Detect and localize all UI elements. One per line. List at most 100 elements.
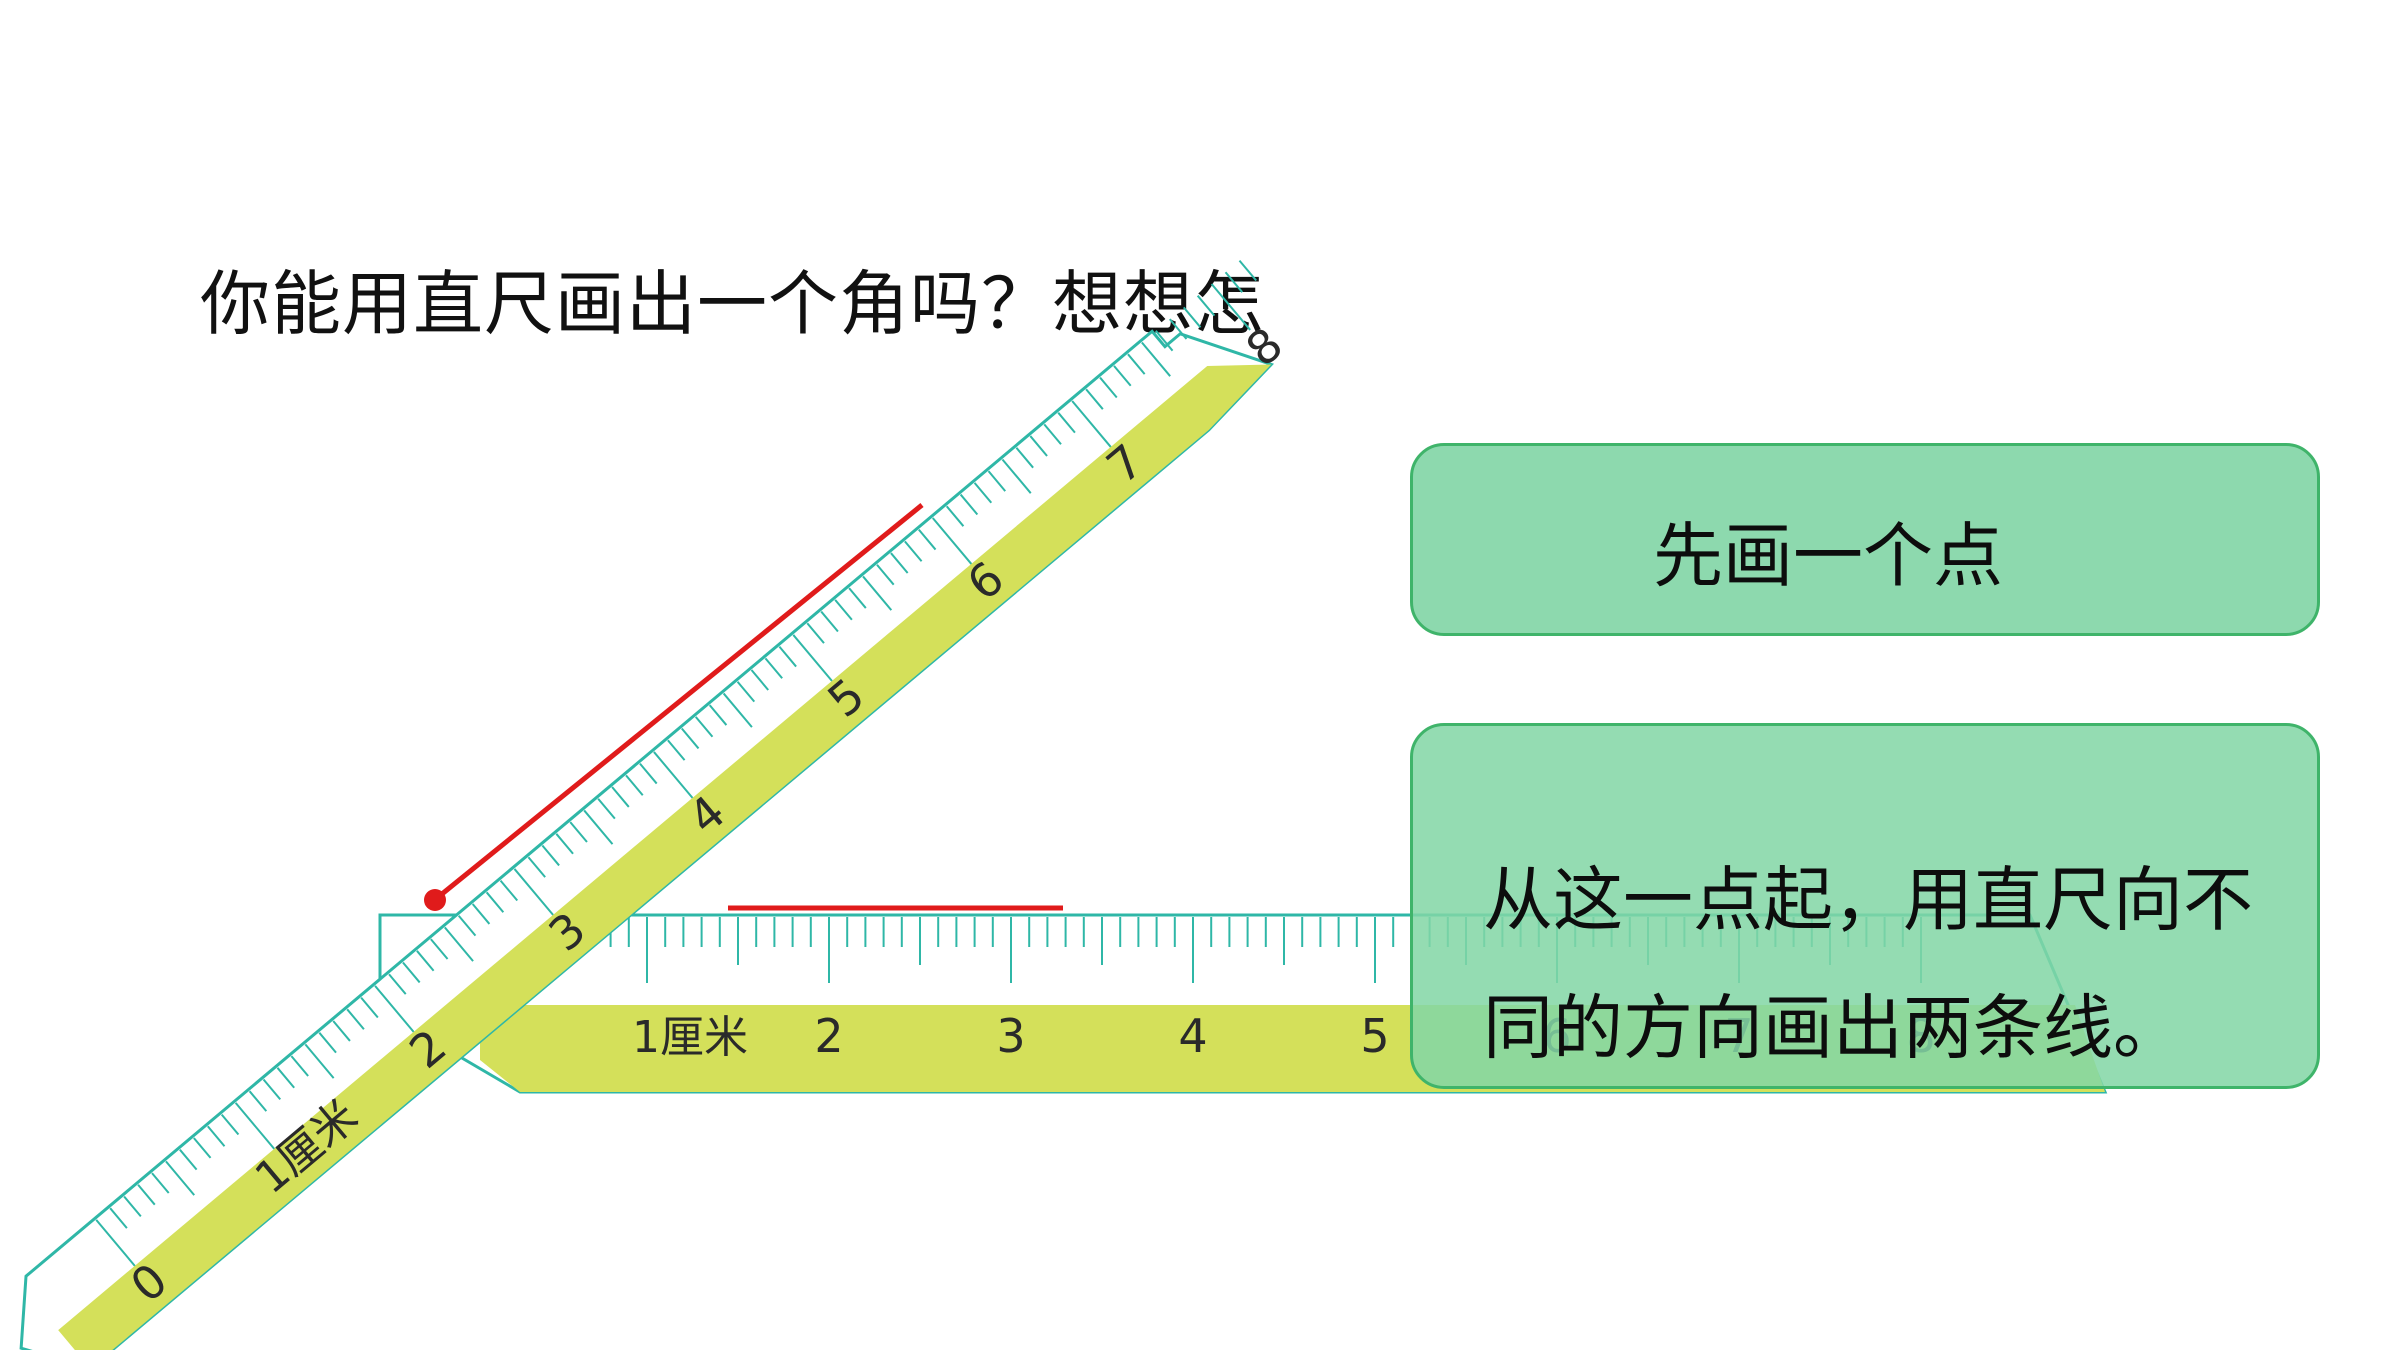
ruler-t-tick	[1015, 447, 1034, 469]
ruler-t-tick	[137, 1184, 156, 1206]
ruler-t-tick	[611, 786, 630, 808]
ruler-t-tick	[890, 552, 909, 574]
step-1-text: 先画一个点	[1653, 515, 2003, 597]
ruler-t-tick	[625, 774, 644, 796]
ruler-t-tick	[722, 692, 753, 728]
ruler-t-tick	[151, 1172, 170, 1194]
ruler-t-tick	[1057, 412, 1076, 434]
ruler-t-tick	[290, 1055, 309, 1077]
ruler-t-tick	[639, 762, 658, 785]
ruler-t-tick	[234, 1102, 275, 1150]
ruler-h-number: 2	[814, 1009, 843, 1063]
ruler-t-ticks	[95, 259, 1257, 1267]
ruler-h-number: 4	[1178, 1009, 1207, 1063]
step-card-2: 从这一点起，用直尺向不 同的方向画出两条线。	[1410, 723, 2320, 1089]
ruler-t-tick	[931, 517, 973, 565]
step-2-line-2: 同的方向画出两条线。	[1483, 987, 2183, 1069]
ruler-t-tick	[848, 587, 867, 609]
ruler-t-tick	[1210, 283, 1251, 331]
ruler-t-tick	[1043, 423, 1062, 445]
ruler-t-tick	[207, 1125, 226, 1147]
ruler-t-tick	[471, 903, 491, 925]
ruler-t-tick	[555, 833, 574, 855]
ruler-t-tick	[1141, 341, 1171, 377]
tilted-ray	[435, 503, 924, 900]
ruler-t-tick	[806, 622, 825, 644]
ruler-t-tick	[1071, 400, 1112, 448]
ruler-t-tick	[165, 1160, 195, 1196]
ruler-t-tick	[945, 505, 965, 527]
ruler-t-tick	[862, 575, 893, 611]
ruler-t-tick	[374, 985, 415, 1033]
ruler-t-tick	[95, 1219, 136, 1267]
ruler-t-tick	[402, 961, 421, 984]
ruler-t-tick	[1169, 318, 1188, 340]
ruler-t-tick	[109, 1207, 128, 1229]
ruler-t-tick	[1182, 306, 1202, 328]
ruler-t-tick	[778, 646, 797, 668]
ruler-t-tick	[1127, 353, 1146, 375]
ruler-t-tick	[694, 716, 714, 738]
step-2-line-1: 从这一点起，用直尺向不	[1483, 859, 2253, 941]
ruler-t-tick	[346, 1008, 365, 1030]
ruler-t-tick	[485, 891, 505, 913]
question-text: 你能用直尺画出一个角吗？想想怎	[200, 263, 1265, 345]
ruler-t-tick	[123, 1195, 142, 1218]
ruler-t-yellow-band	[58, 364, 1272, 1350]
ruler-t-tick	[653, 751, 694, 799]
ruler-t-tick	[904, 540, 923, 562]
ruler-t-tick	[416, 950, 435, 972]
ruler-t-tick	[667, 739, 686, 761]
ruler-t-tick	[918, 529, 937, 551]
ruler-t-tick	[513, 868, 554, 916]
ruler-t-tick	[499, 879, 519, 902]
ruler-t-tick	[973, 482, 993, 504]
ruler-t-tick	[569, 821, 588, 843]
ruler-t-tick	[708, 704, 728, 726]
ruler-t-tick	[987, 470, 1007, 492]
ruler-t-tick	[527, 856, 546, 878]
ruler-h-number: 5	[1360, 1009, 1389, 1063]
ruler-t-tick	[820, 610, 839, 633]
ruler-t-tick	[750, 669, 769, 691]
ruler-t-tick	[360, 996, 379, 1019]
ruler-t-tick	[764, 657, 783, 679]
ruler-t-tick	[959, 493, 979, 516]
ruler-t-tick	[792, 634, 833, 682]
ruler-t-tick	[430, 938, 449, 960]
step-card-1: 先画一个点	[1410, 443, 2320, 636]
ruler-t-tick	[457, 915, 477, 937]
ruler-t-tick	[1196, 295, 1216, 317]
ruler-t-tick	[834, 599, 853, 621]
ruler-t-tick	[388, 973, 407, 995]
ruler-t-tick	[304, 1043, 335, 1079]
ruler-t-tick	[318, 1032, 337, 1054]
ruler-t-tick	[876, 564, 895, 586]
ruler-h-number: 3	[996, 1009, 1025, 1063]
ruler-t-tick	[262, 1078, 282, 1101]
ruler-t-tick	[597, 798, 616, 820]
ruler-t-tick	[248, 1090, 268, 1112]
ruler-t-tick	[1001, 458, 1032, 494]
ruler-t-tick	[220, 1113, 240, 1136]
vertex-point	[424, 889, 446, 911]
ruler-t-tick	[1238, 259, 1257, 282]
ruler-h-unit-label: 1厘米	[632, 1012, 748, 1063]
step-2-text: 从这一点起，用直尺向不 同的方向画出两条线。	[1483, 836, 2253, 1092]
ruler-t-tick	[276, 1067, 295, 1089]
ruler-t-tick	[736, 681, 756, 703]
ruler-t-tick	[681, 727, 700, 750]
ruler-t-tick	[541, 844, 560, 867]
ruler-t-tick	[332, 1020, 351, 1042]
ruler-t-tick	[179, 1149, 198, 1171]
ruler-t-tick	[583, 809, 614, 845]
ruler-t-tick	[1085, 388, 1104, 410]
ruler-t-tick	[1099, 376, 1118, 399]
ruler-t-tick	[1155, 330, 1174, 352]
ruler-t-tick	[444, 926, 474, 962]
ruler-t-tick	[1113, 365, 1132, 387]
